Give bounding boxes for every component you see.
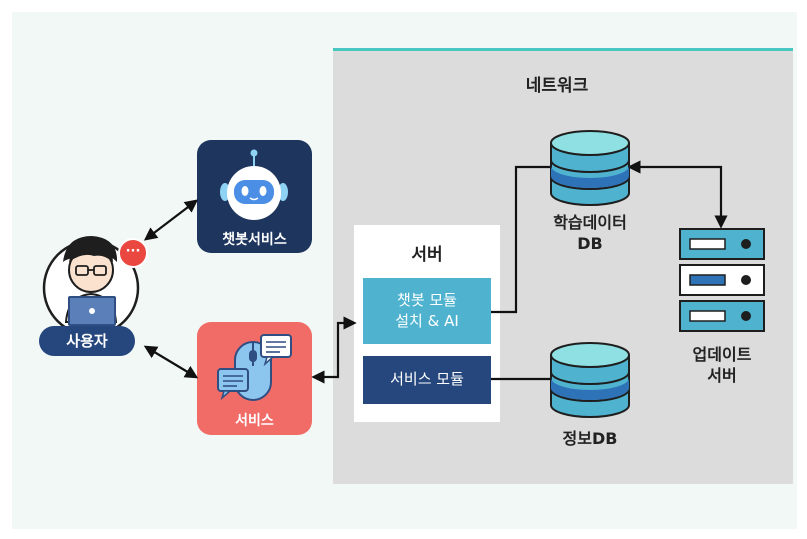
network-label: 네트워크 [525,76,589,96]
line-chatbot-module-learning-db [491,165,551,314]
arrow-user-chatbot [143,199,199,241]
person-at-laptop-icon [42,236,148,337]
chatbot-module-line1: 챗봇 모듈 [397,291,457,309]
robot-icon [220,149,288,220]
service-module: 서비스 모듈 [363,356,491,404]
connectors [143,160,728,384]
server-rack-icon [679,228,765,332]
chatbot-service-label: 챗봇서비스 [222,232,287,248]
mouse-chat-icon [217,334,292,401]
service-module-label: 서비스 모듈 [390,370,464,388]
learning-db-label-line1: 학습데이터 [553,213,627,232]
database-icon [550,342,630,418]
update-server-label-line1: 업데이트 [692,345,752,364]
arrow-service-server [311,316,357,384]
user-label: 사용자 [39,326,135,356]
info-db-label: 정보DB [562,429,618,448]
arrow-user-service [143,345,199,379]
server-title: 서버 [411,245,443,265]
learning-db-label: 학습데이터 DB [535,212,645,254]
database-icon [550,130,630,206]
chat-bubble-dots: ··· [125,244,141,259]
chatbot-module: 챗봇 모듈 설치 & AI [363,278,491,344]
chatbot-module-line2: 설치 & AI [395,312,459,330]
service-label: 서비스 [235,413,274,429]
update-server-label: 업데이트 서버 [672,344,772,386]
learning-db-label-line2: DB [577,234,603,253]
update-server-label-line2: 서버 [707,366,737,385]
arrow-learning-db-update-server [627,160,728,229]
